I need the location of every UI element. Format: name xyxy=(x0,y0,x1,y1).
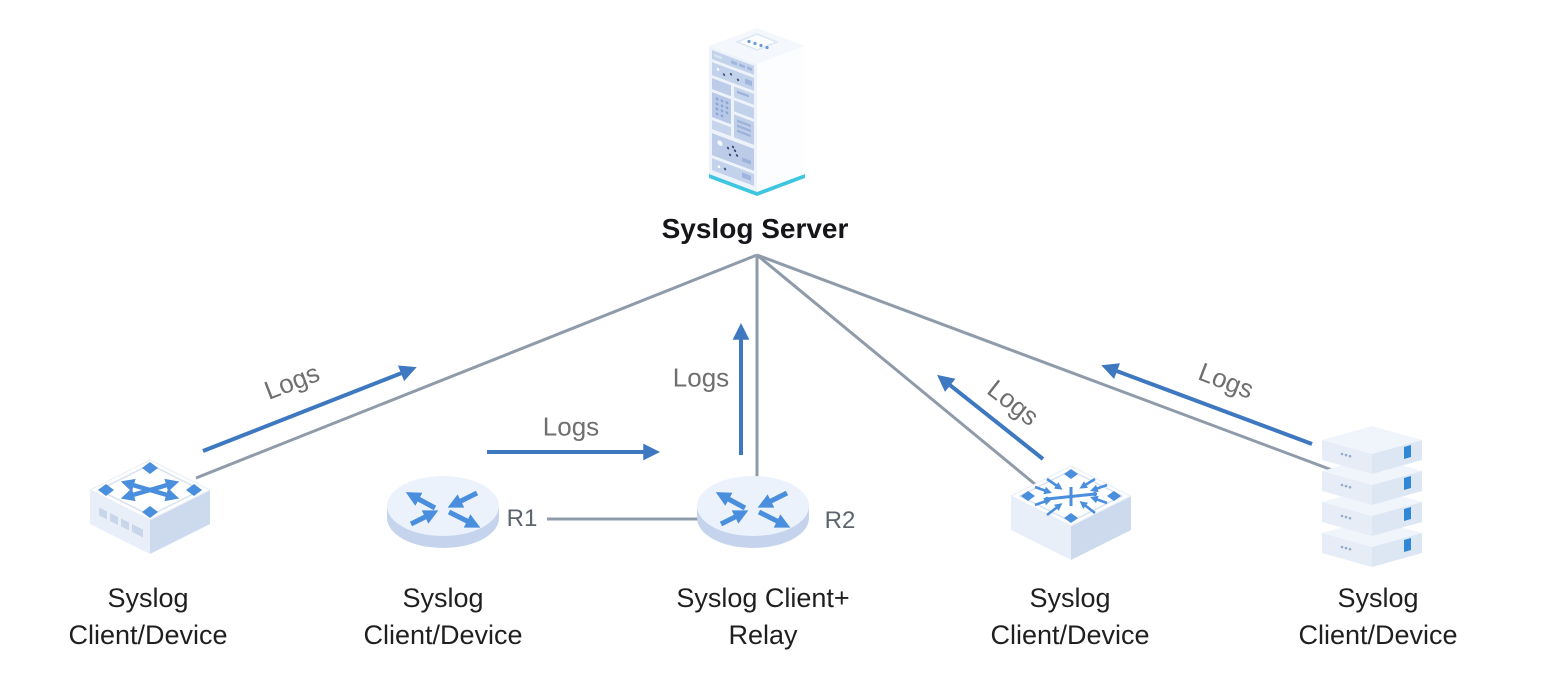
switch-icon xyxy=(88,459,212,554)
link-server-client4 xyxy=(756,253,1037,487)
syslog-server-icon xyxy=(709,28,805,196)
flow-arrow-client5-to-server xyxy=(1101,363,1313,446)
router-r2-icon xyxy=(697,476,809,548)
flow-arrow-client1-to-server xyxy=(202,365,417,453)
multilayer-switch-icon xyxy=(1009,465,1133,560)
link-server-client1 xyxy=(195,253,758,480)
link-server-client5 xyxy=(756,253,1333,472)
flow-arrow-client4-to-server xyxy=(937,374,1045,461)
router-r1-icon xyxy=(387,476,499,548)
server-stack-icon xyxy=(1322,426,1422,567)
